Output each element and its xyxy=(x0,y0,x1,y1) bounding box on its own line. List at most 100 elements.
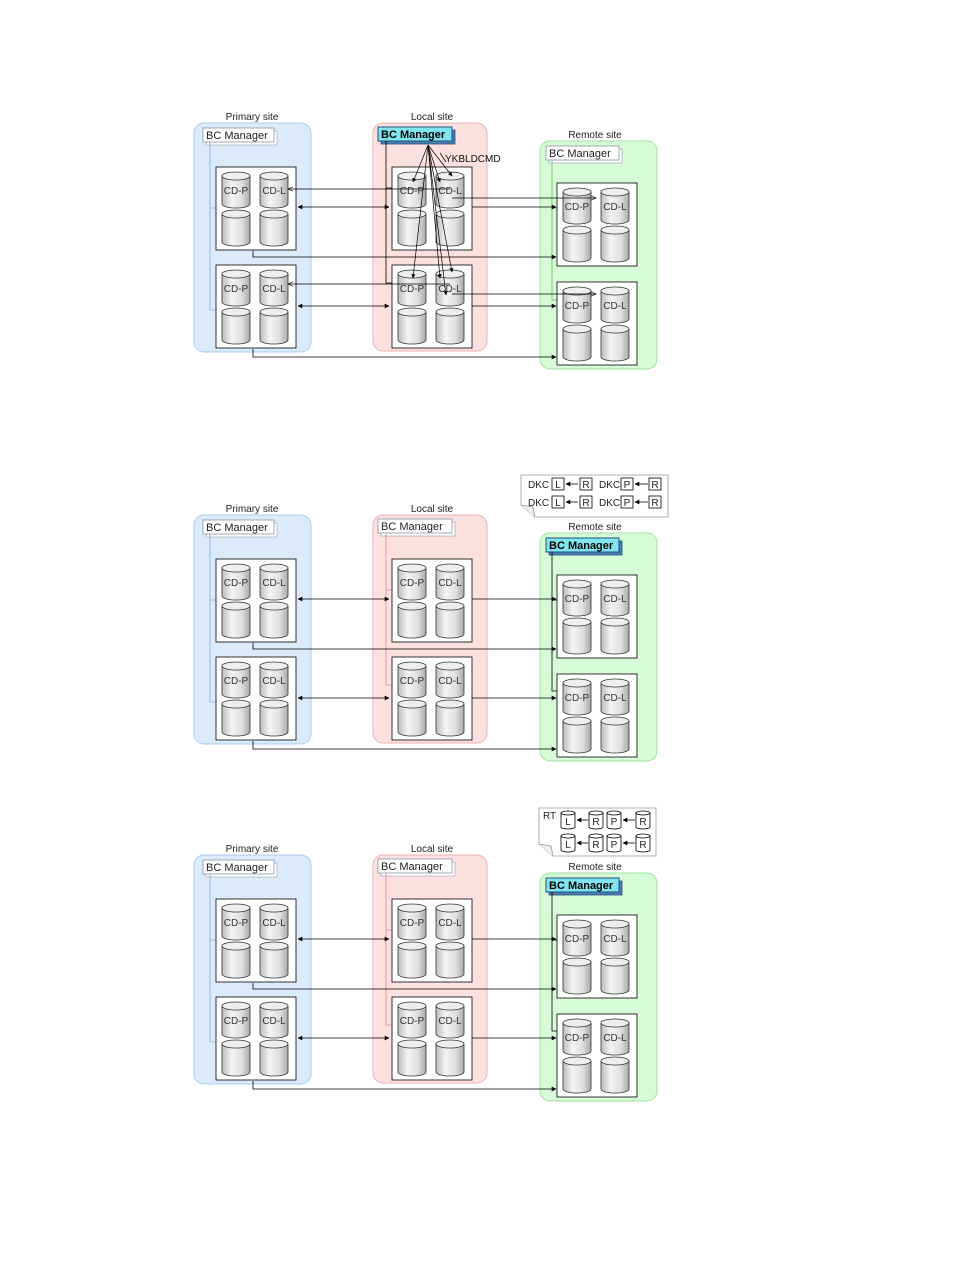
legend-disk-l: L xyxy=(560,810,576,830)
connector-line xyxy=(427,144,441,183)
disk-volume xyxy=(600,716,630,754)
disk-label-cd-l: CD-L xyxy=(438,186,462,197)
connector-line xyxy=(252,741,557,752)
disk-label-cd-l: CD-L xyxy=(438,676,462,687)
disk-label-cd-p: CD-P xyxy=(224,918,249,929)
disk-volume: CD-L xyxy=(600,286,630,324)
disk-volume xyxy=(397,941,427,979)
remote-bc-manager[interactable]: BC Manager xyxy=(545,877,623,896)
svg-text:R: R xyxy=(639,840,646,851)
disk-label-cd-l: CD-L xyxy=(603,594,627,605)
disk-volume: CD-L xyxy=(600,1018,630,1056)
disk-volume xyxy=(221,601,251,639)
disk-volume xyxy=(221,209,251,247)
svg-text:P: P xyxy=(624,498,631,509)
legend-disk-r: R xyxy=(635,810,651,830)
legend-disk-p: P xyxy=(606,810,622,830)
disk-volume: CD-L xyxy=(435,661,465,699)
disk-label-cd-l: CD-L xyxy=(438,578,462,589)
disk-volume: CD-P xyxy=(397,661,427,699)
disk-volume: CD-P xyxy=(221,1001,251,1039)
connector-line xyxy=(412,144,429,183)
disk-label-cd-l: CD-L xyxy=(438,284,462,295)
legend-box-r: R xyxy=(648,495,662,509)
svg-text:R: R xyxy=(651,498,658,509)
disk-label-cd-p: CD-P xyxy=(565,594,590,605)
connector-line xyxy=(427,144,448,296)
svg-text:P: P xyxy=(624,480,631,491)
disk-label-cd-p: CD-P xyxy=(224,1016,249,1027)
disk-volume: CD-P xyxy=(221,563,251,601)
disk-label-cd-l: CD-L xyxy=(262,578,286,589)
disk-label-cd-p: CD-P xyxy=(565,693,590,704)
storage-unit: CD-P CD-L xyxy=(215,996,297,1081)
disk-volume xyxy=(221,941,251,979)
disk-volume xyxy=(562,1056,592,1094)
connector-line xyxy=(385,873,392,1026)
disk-volume: CD-L xyxy=(600,579,630,617)
svg-text:L: L xyxy=(565,840,571,851)
legend-box-p: P xyxy=(620,477,634,491)
bc-manager-label: BC Manager xyxy=(549,880,614,892)
connector-line xyxy=(427,144,453,177)
legend-box-p: P xyxy=(620,495,634,509)
disk-volume: CD-L xyxy=(259,1001,289,1039)
disk-volume xyxy=(259,307,289,345)
local-bc-manager[interactable]: BC Manager xyxy=(377,858,456,877)
primary-site-label: Primary site xyxy=(226,504,279,515)
remote-bc-manager[interactable]: BC Manager xyxy=(545,145,623,164)
disk-volume xyxy=(435,307,465,345)
disk-volume: CD-P xyxy=(397,903,427,941)
legend-box-r: R xyxy=(579,495,593,509)
connector-line xyxy=(427,144,454,273)
remote-bc-manager[interactable]: BC Manager xyxy=(545,537,623,556)
disk-label-cd-l: CD-L xyxy=(262,284,286,295)
disk-volume xyxy=(435,601,465,639)
disk-label-cd-l: CD-L xyxy=(262,676,286,687)
disk-volume: CD-L xyxy=(435,171,465,209)
disk-volume xyxy=(397,699,427,737)
disk-volume: CD-L xyxy=(259,903,289,941)
disk-volume xyxy=(221,307,251,345)
disk-volume: CD-P xyxy=(221,903,251,941)
disk-label-cd-p: CD-P xyxy=(565,1033,590,1044)
remote-site-label: Remote site xyxy=(568,862,622,873)
remote-site-label: Remote site xyxy=(568,130,622,141)
primary-bc-manager[interactable]: BC Manager xyxy=(202,127,278,146)
primary-site-label: Primary site xyxy=(226,844,279,855)
primary-bc-manager[interactable]: BC Manager xyxy=(202,859,278,878)
disk-volume: CD-P xyxy=(397,1001,427,1039)
local-site-label: Local site xyxy=(411,504,454,515)
connector-line xyxy=(427,144,442,279)
storage-unit: CD-P CD-L xyxy=(215,898,297,983)
primary-site-label: Primary site xyxy=(226,112,279,123)
local-bc-manager[interactable]: BC Manager xyxy=(377,126,456,145)
disk-volume: CD-L xyxy=(259,269,289,307)
local-site-label: Local site xyxy=(411,112,454,123)
disk-volume: CD-P xyxy=(397,171,427,209)
disk-volume: CD-L xyxy=(259,661,289,699)
primary-bc-manager[interactable]: BC Manager xyxy=(202,519,278,538)
local-bc-manager[interactable]: BC Manager xyxy=(377,518,456,537)
disk-volume xyxy=(259,209,289,247)
storage-unit: CD-P CD-L xyxy=(556,281,638,366)
svg-text:R: R xyxy=(592,840,599,851)
disk-volume xyxy=(562,716,592,754)
disk-volume xyxy=(259,699,289,737)
connector-line xyxy=(439,152,447,163)
connector-line xyxy=(252,1081,557,1092)
bc-manager-label: BC Manager xyxy=(381,129,446,141)
disk-label-cd-l: CD-L xyxy=(262,186,286,197)
bc-manager-label: BC Manager xyxy=(381,861,443,873)
disk-volume xyxy=(397,209,427,247)
disk-volume xyxy=(221,699,251,737)
disk-volume: CD-P xyxy=(562,286,592,324)
